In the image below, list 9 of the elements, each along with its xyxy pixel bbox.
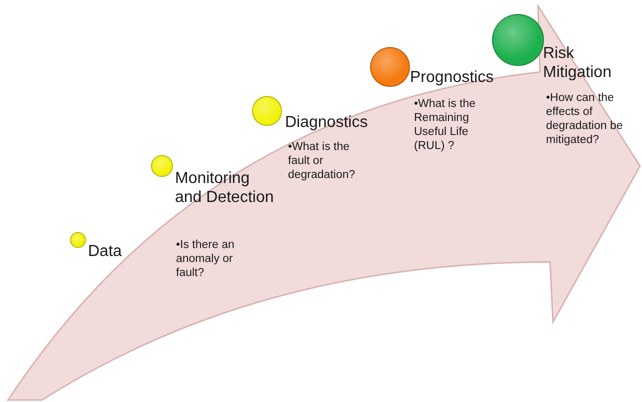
bullet-question: •How can the effects of degradation be mitigated?	[546, 91, 624, 147]
stage-heading: Monitoring and Detection	[175, 169, 275, 207]
stage-heading: Data	[88, 242, 123, 261]
stage-heading: Prognostics	[410, 68, 495, 87]
bullet-question: •Is there an anomaly or fault?	[176, 238, 236, 280]
stage-heading: Risk Mitigation	[543, 44, 612, 82]
bullet-question: •What is the Remaining Useful Life (RUL) ?	[414, 97, 477, 153]
stage-heading: Diagnostics	[285, 113, 369, 132]
bullet-question: •What is the fault or degradation?	[288, 140, 356, 182]
